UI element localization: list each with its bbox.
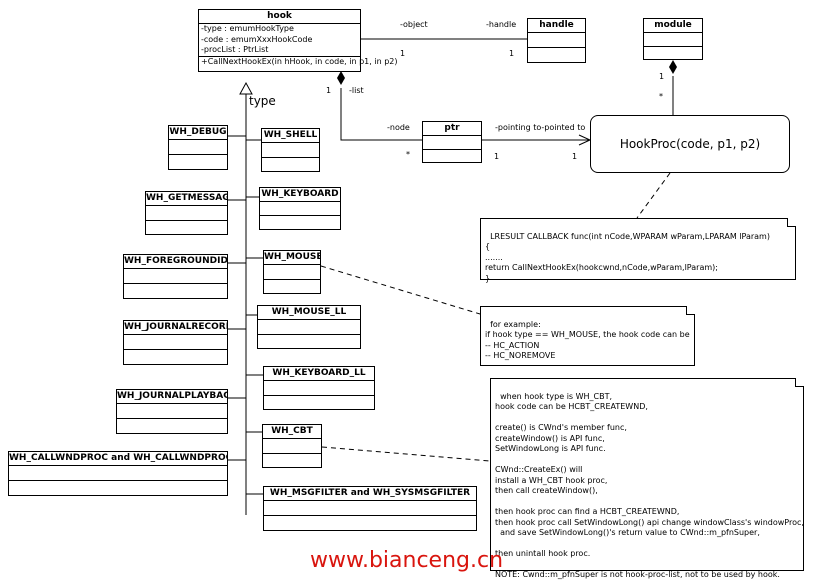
wh-keyboard-name: WH_KEYBOARD	[260, 188, 340, 202]
wh-getmessage-name: WH_GETMESSAGE	[146, 192, 227, 206]
handle-class: handle	[527, 18, 586, 63]
wh-mouse-class: WH_MOUSE	[263, 250, 321, 294]
hookproc-node: HookProc(code, p1, p2)	[590, 115, 790, 173]
ptr-class-name: ptr	[423, 122, 481, 136]
wh-debug-class: WH_DEBUG	[168, 125, 228, 170]
wh-msgfilter-name: WH_MSGFILTER and WH_SYSMSGFILTER	[264, 487, 476, 501]
wh-mouse-ll-class: WH_MOUSE_LL	[257, 305, 361, 349]
callback-note-text: LRESULT CALLBACK func(int nCode,WPARAM w…	[485, 231, 770, 283]
wh-mouse-name: WH_MOUSE	[264, 251, 320, 265]
wh-msgfilter-class: WH_MSGFILTER and WH_SYSMSGFILTER	[263, 486, 477, 531]
object-role-label: -object	[400, 20, 428, 29]
module-multiplicity: 1	[659, 72, 665, 81]
wh-getmessage-class: WH_GETMESSAGE	[145, 191, 228, 235]
mouse-note-text: for example: if hook type == WH_MOUSE, t…	[485, 319, 690, 361]
wh-mouse-ll-name: WH_MOUSE_LL	[258, 306, 360, 320]
hook-class: hook -type : emumHookType -code : emumXx…	[198, 9, 398, 72]
attribute-proclist: -procList : PtrList	[201, 45, 269, 54]
ptr-multiplicity: 1	[494, 152, 500, 161]
watermark: www.bianceng.cn	[310, 548, 504, 573]
module-class-name: module	[644, 19, 702, 33]
wh-keyboard-ll-class: WH_KEYBOARD_LL	[263, 366, 375, 410]
handle-role-label: -handle	[486, 20, 517, 29]
type-role-label: type	[249, 94, 276, 108]
module-proc-multiplicity: *	[659, 92, 663, 101]
wh-shell-class: WH_SHELL	[261, 128, 320, 172]
handle-multiplicity: 1	[509, 49, 515, 58]
handle-class-name: handle	[528, 19, 585, 33]
wh-callwndproc-name: WH_CALLWNDPROC and WH_CALLWNDPROCRET	[9, 452, 227, 466]
ptr-class: ptr	[422, 121, 482, 163]
attribute-code: -code : emumXxxHookCode	[201, 34, 313, 44]
hook-class-name: hook	[199, 10, 360, 24]
wh-cbt-class: WH_CBT	[262, 424, 322, 468]
wh-journalplayback-name: WH_JOURNALPLAYBACK	[117, 390, 227, 404]
wh-journalrecord-class: WH_JOURNALRECORD	[123, 320, 228, 365]
wh-journalplayback-class: WH_JOURNALPLAYBACK	[116, 389, 228, 434]
module-class: module	[643, 18, 703, 60]
wh-keyboard-class: WH_KEYBOARD	[259, 187, 341, 230]
wh-callwndproc-class: WH_CALLWNDPROC and WH_CALLWNDPROCRET	[8, 451, 228, 496]
operation-callnexthookex: +CallNextHookEx(in hHook, in code, in p1…	[201, 56, 398, 66]
hookproc-label: HookProc(code, p1, p2)	[619, 137, 761, 151]
hook-attributes: -type : emumHookType -code : emumXxxHook…	[199, 24, 360, 57]
wh-foregroundidle-name: WH_FOREGROUNDIDLE	[124, 255, 227, 269]
node-multiplicity: *	[406, 150, 410, 159]
wh-foregroundidle-class: WH_FOREGROUNDIDLE	[123, 254, 228, 299]
list-role-label: -list	[349, 86, 364, 95]
pointing-role-label: -pointing to-pointed to	[495, 123, 586, 132]
wh-shell-name: WH_SHELL	[262, 129, 319, 143]
hook-operations: +CallNextHookEx(in hHook, in code, in p1…	[199, 56, 398, 72]
node-role-label: -node	[387, 123, 410, 132]
wh-cbt-name: WH_CBT	[263, 425, 321, 439]
callback-note: LRESULT CALLBACK func(int nCode,WPARAM w…	[480, 218, 796, 283]
object-multiplicity: 1	[400, 49, 406, 58]
attribute-type: -type : emumHookType	[201, 24, 294, 33]
cbt-note-text: when hook type is WH_CBT, hook code can …	[495, 391, 804, 580]
wh-journalrecord-name: WH_JOURNALRECORD	[124, 321, 227, 335]
mouse-note: for example: if hook type == WH_MOUSE, t…	[480, 306, 695, 366]
wh-keyboard-ll-name: WH_KEYBOARD_LL	[264, 367, 374, 381]
proc-multiplicity: 1	[572, 152, 578, 161]
cbt-note: when hook type is WH_CBT, hook code can …	[490, 378, 804, 579]
wh-debug-name: WH_DEBUG	[169, 126, 227, 140]
list-multiplicity: 1	[326, 86, 332, 95]
